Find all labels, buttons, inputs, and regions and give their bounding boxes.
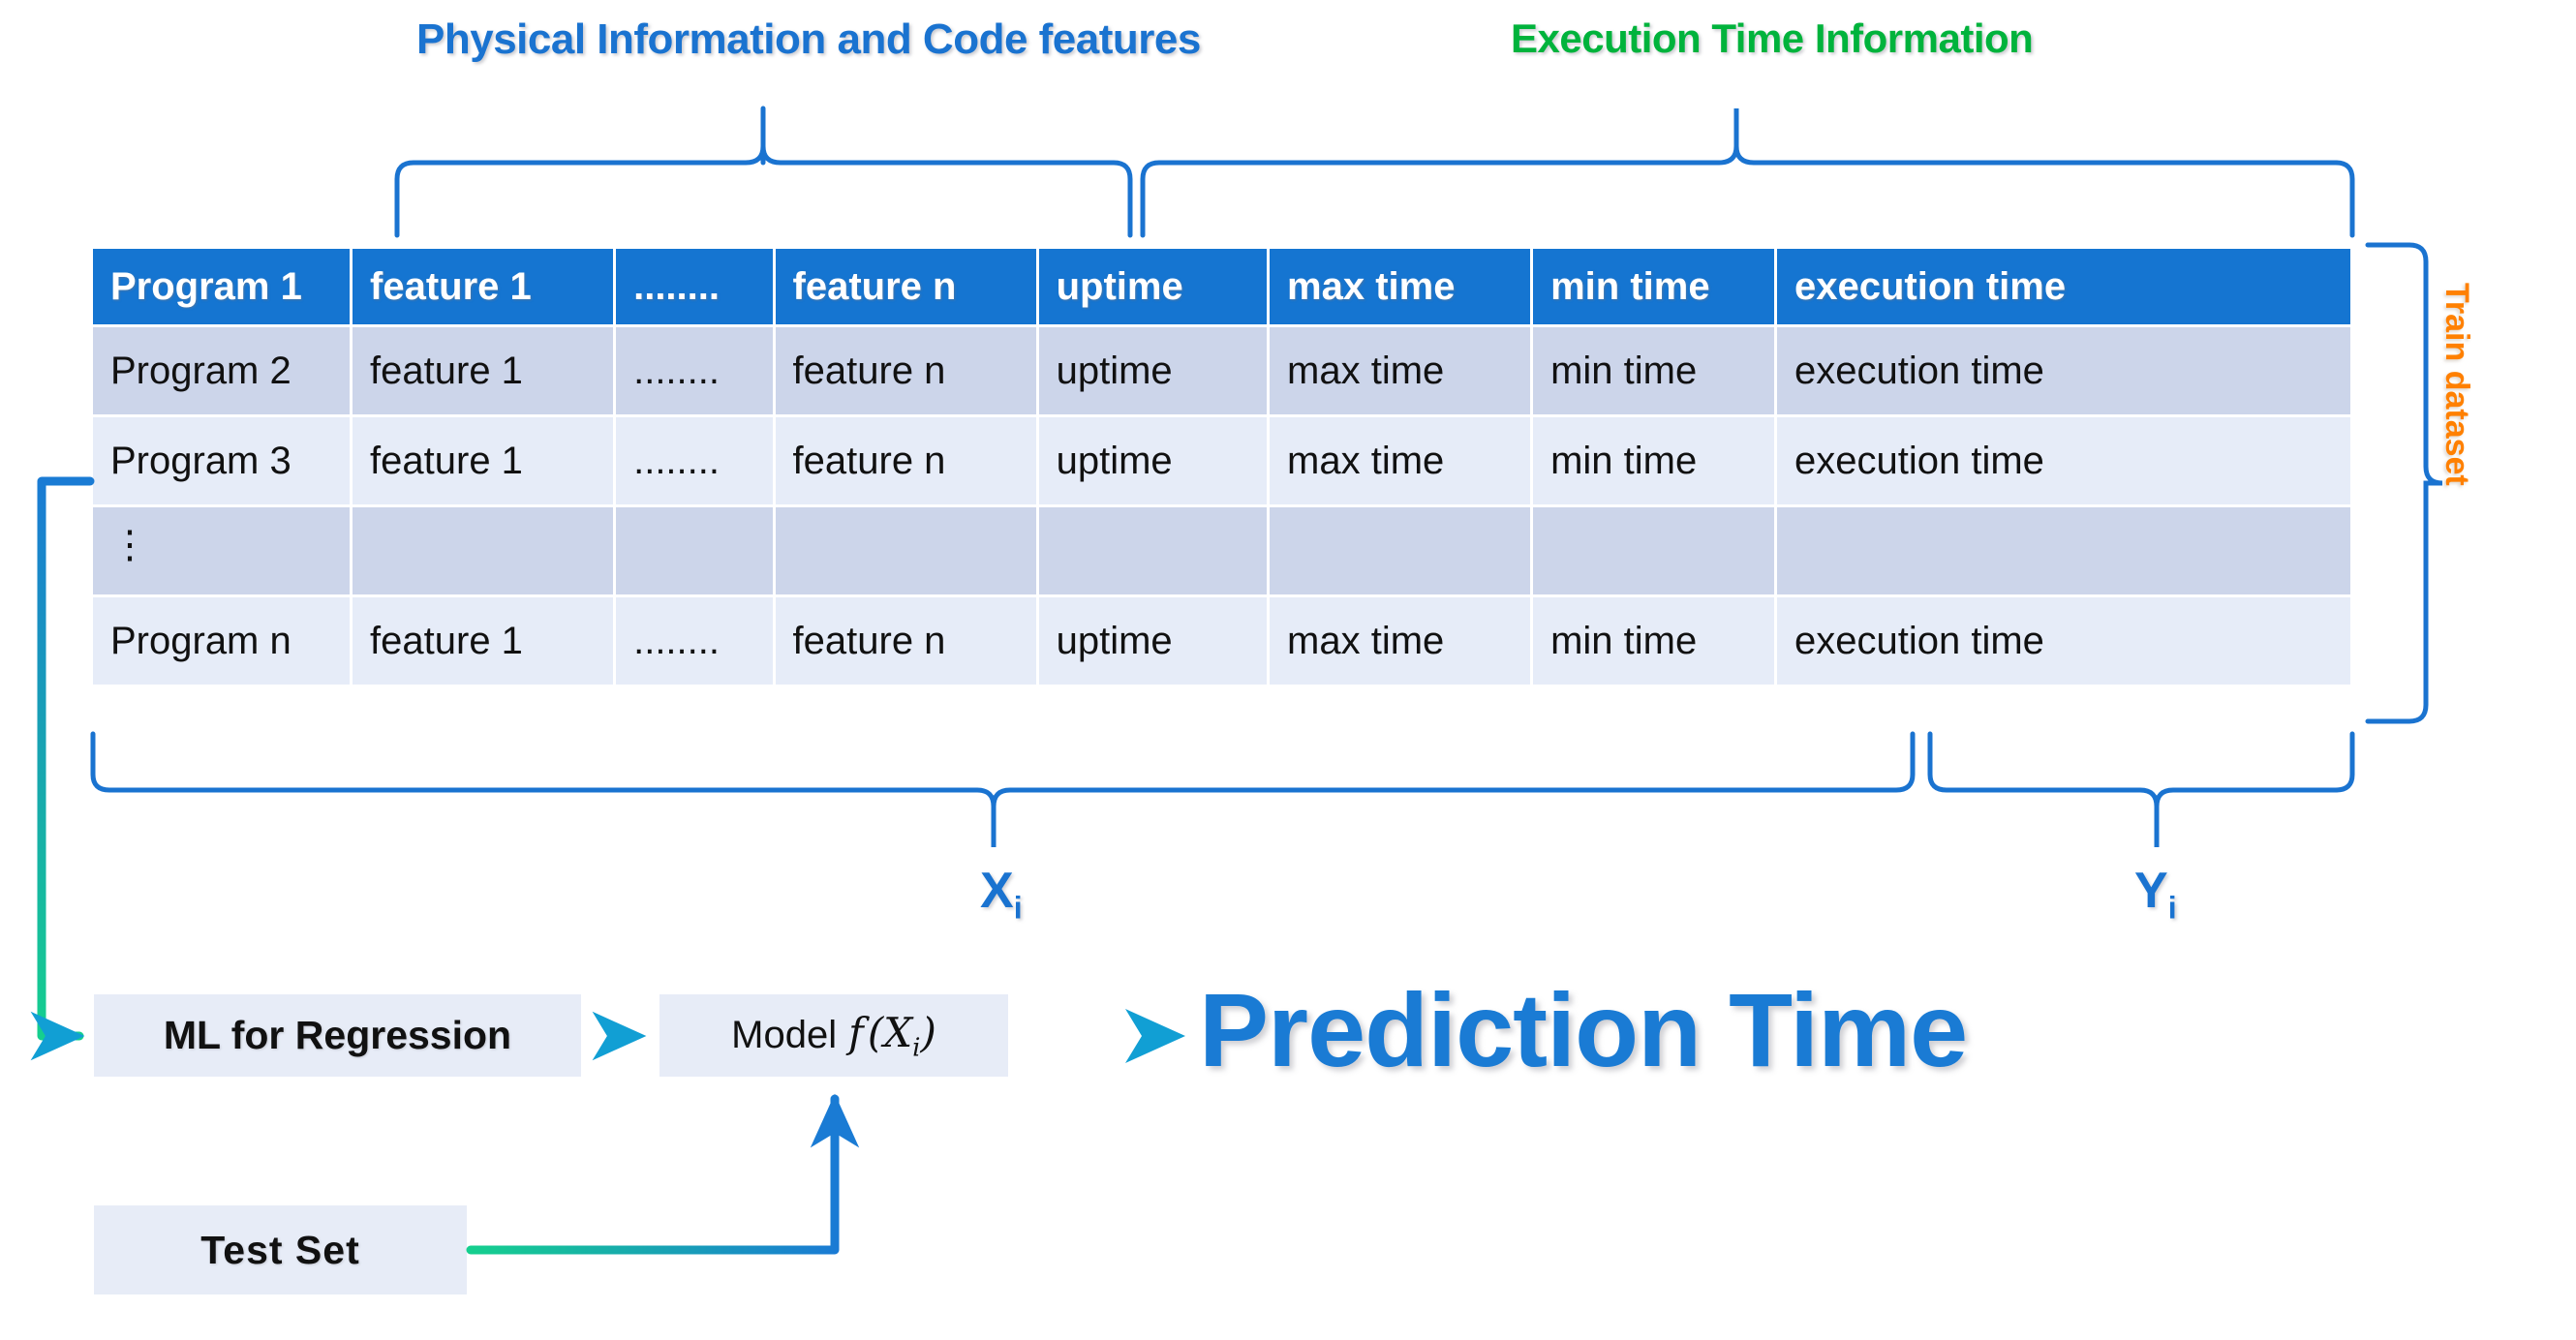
model-box-formula: f (Xi) [848, 1008, 936, 1063]
table-cell-r3-c1: feature 1 [353, 597, 614, 685]
brace-label-xi: Xi [980, 862, 1023, 926]
xi-subscript: i [1013, 890, 1023, 926]
connector-test-set-to-model [466, 1093, 860, 1255]
yi-symbol: Y [2134, 863, 2168, 919]
table-cell-r1-c7: execution time [1776, 417, 2350, 504]
table-cell-r2-c3 [775, 507, 1036, 594]
table-cell-r1-c6: min time [1533, 417, 1774, 504]
table-header-cell-5: max time [1270, 249, 1531, 324]
table-cell-r0-c6: min time [1533, 327, 1774, 414]
table-cell-r3-c5: max time [1270, 597, 1531, 685]
table-cell-r1-c5: max time [1270, 417, 1531, 504]
brace-right-train-dataset [2365, 242, 2443, 724]
table-cell-r3-c6: min time [1533, 597, 1774, 685]
table-cell-r2-c4 [1038, 507, 1268, 594]
table-cell-r2-c7 [1776, 507, 2350, 594]
table-cell-r1-c4: uptime [1038, 417, 1268, 504]
table-cell-r2-c6 [1533, 507, 1774, 594]
table-header-cell-1: feature 1 [353, 249, 614, 324]
table-cell-r0-c7: execution time [1776, 327, 2350, 414]
table-cell-r0-c5: max time [1270, 327, 1531, 414]
brace-bottom-yi [1927, 731, 2355, 847]
table-cell-r3-c4: uptime [1038, 597, 1268, 685]
model-box-label: Model [731, 1014, 838, 1056]
xi-symbol: X [980, 863, 1014, 919]
table-cell-r2-c5 [1270, 507, 1531, 594]
table-cell-r3-c7: execution time [1776, 597, 2350, 685]
brace-label-yi: Yi [2134, 862, 2177, 926]
table-cell-r0-c4: uptime [1038, 327, 1268, 414]
table-cell-r1-c2: ........ [616, 417, 773, 504]
table-cell-r0-c1: feature 1 [353, 327, 614, 414]
prediction-time-output-label: Prediction Time [1199, 971, 1968, 1088]
table-cell-r1-c3: feature n [775, 417, 1036, 504]
table-cell-r0-c3: feature n [775, 327, 1036, 414]
table-cell-r3-c0: Program n [93, 597, 351, 685]
test-set-box[interactable]: Test Set [94, 1205, 467, 1294]
table-row: ⋮ [93, 507, 2350, 594]
table-header-cell-7: execution time [1776, 249, 2350, 324]
group-label-physical-information: Physical Information and Code features [416, 15, 1201, 63]
table-header-cell-6: min time [1533, 249, 1774, 324]
model-function-box[interactable]: Model f (Xi) [659, 994, 1008, 1077]
table-cell-r2-c1 [353, 507, 614, 594]
group-label-execution-time: Execution Time Information [1511, 15, 2034, 61]
connector-table-to-ml [30, 476, 95, 1061]
table-cell-r2-c0: ⋮ [93, 507, 351, 594]
table-header-cell-2: ........ [616, 249, 773, 324]
table-cell-r1-c1: feature 1 [353, 417, 614, 504]
table-cell-r0-c0: Program 2 [93, 327, 351, 414]
ml-for-regression-box[interactable]: ML for Regression [94, 994, 581, 1077]
brace-top-execution [1140, 108, 2355, 238]
table-cell-r2-c2 [616, 507, 773, 594]
side-label-train-dataset: Train dataset [2438, 283, 2475, 486]
table-cell-r3-c2: ........ [616, 597, 773, 685]
brace-top-features [394, 111, 1133, 238]
table-cell-r0-c2: ........ [616, 327, 773, 414]
yi-subscript: i [2167, 890, 2177, 926]
table-cell-r3-c3: feature n [775, 597, 1036, 685]
table-header-cell-3: feature n [775, 249, 1036, 324]
vertical-ellipsis-icon: ⋮ [110, 523, 149, 566]
table-header-cell-0: Program 1 [93, 249, 351, 324]
table-cell-r1-c0: Program 3 [93, 417, 351, 504]
brace-bottom-xi [90, 731, 1916, 847]
table-header-cell-4: uptime [1038, 249, 1268, 324]
